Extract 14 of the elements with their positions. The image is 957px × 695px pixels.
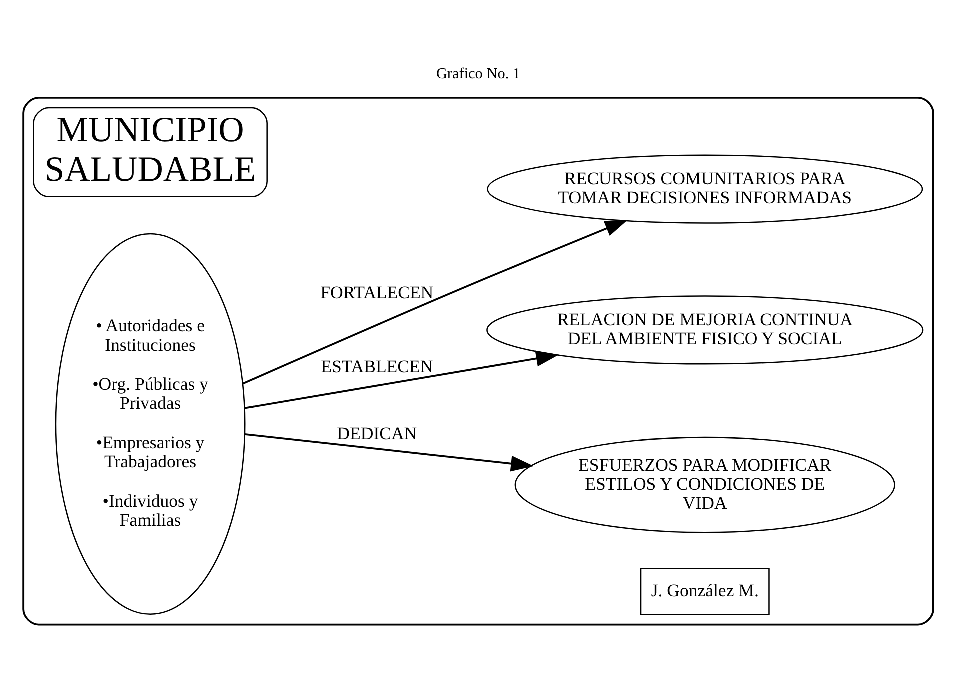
arrow [244, 350, 560, 409]
node-ellipse: RELACION DE MEJORIA CONTINUA DEL AMBIENTE FISICO Y SOCIAL [486, 295, 924, 364]
arrow [242, 219, 628, 384]
node-box: MUNICIPIO SALUDABLE [33, 106, 268, 198]
node-ellipse: • Autoridades e Instituciones •Org. Públicas y Privadas •Empresarios y Trabajadores •Individuos y Familias [55, 232, 246, 614]
arrow [244, 433, 534, 472]
node-ellipse: ESFUERZOS PARA MODIFICAR ESTILOS Y CONDICIONES DE VIDA [514, 436, 896, 533]
node-ellipse: RECURSOS COMUNITARIOS PARA TOMAR DECISIONES INFORMADAS [487, 154, 924, 224]
node-box: J. González M. [640, 568, 770, 615]
cluster [22, 96, 934, 626]
edge-label: ESTABLECEN [321, 356, 434, 376]
edge-label: DEDICAN [337, 423, 418, 444]
edge-label: FORTALECEN [320, 282, 434, 302]
diagram-title: Grafico No. 1 [436, 64, 521, 82]
